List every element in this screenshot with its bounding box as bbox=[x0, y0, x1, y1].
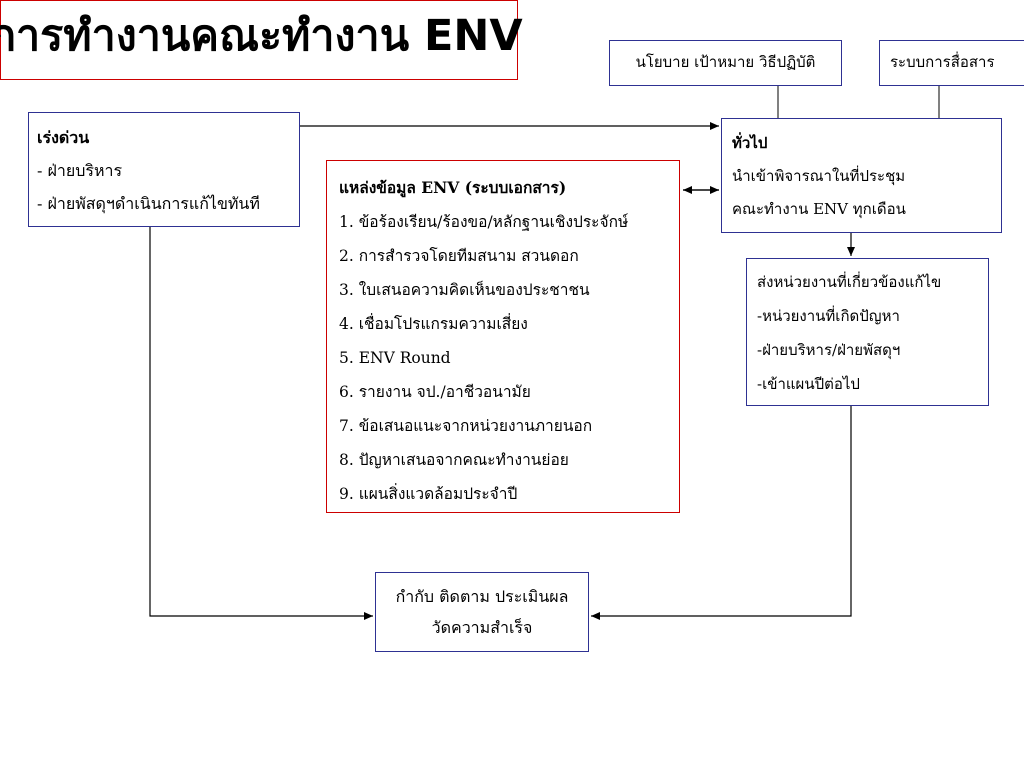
department-item: -หน่วยงานที่เกิดปัญหา bbox=[757, 307, 900, 325]
policy-box: นโยบาย เป้าหมาย วิธีปฏิบัติ bbox=[609, 40, 842, 86]
urgent-item: - ฝ่ายพัสดุฯดำเนินการแก้ไขทันที bbox=[37, 194, 260, 213]
source-item: 3. ใบเสนอความคิดเห็นของประชาชน bbox=[339, 281, 590, 299]
monitoring-line: วัดความสำเร็จ bbox=[431, 618, 533, 637]
urgent-heading: เร่งด่วน bbox=[37, 128, 90, 147]
departments-box: ส่งหน่วยงานที่เกี่ยวข้องแก้ไข -หน่วยงานท… bbox=[746, 258, 989, 406]
policy-text: นโยบาย เป้าหมาย วิธีปฏิบัติ bbox=[635, 53, 816, 71]
source-item: 8. ปัญหาเสนอจากคณะทำงานย่อย bbox=[339, 451, 569, 469]
source-item: 4. เชื่อมโปรแกรมความเสี่ยง bbox=[339, 315, 528, 333]
communication-box: ระบบการสื่อสาร bbox=[879, 40, 1024, 86]
page-title: การทำงานคณะทำงาน ENV bbox=[0, 11, 523, 61]
communication-text: ระบบการสื่อสาร bbox=[890, 53, 995, 71]
monitoring-line: กำกับ ติดตาม ประเมินผล bbox=[395, 587, 569, 606]
source-item: 7. ข้อเสนอแนะจากหน่วยงานภายนอก bbox=[339, 417, 593, 435]
arrow-urgent-to-monitor bbox=[149, 227, 373, 620]
general-heading: ทั่วไป bbox=[732, 134, 768, 152]
source-item: 9. แผนสิ่งแวดล้อมประจำปี bbox=[339, 485, 518, 503]
source-item: 1. ข้อร้องเรียน/ร้องขอ/หลักฐานเชิงประจัก… bbox=[339, 213, 629, 231]
source-item: 5. ENV Round bbox=[339, 349, 451, 367]
data-sources-box: แหล่งข้อมูล ENV (ระบบเอกสาร) 1. ข้อร้องเ… bbox=[326, 160, 680, 513]
arrow-dept-to-monitor bbox=[591, 406, 852, 620]
urgent-box: เร่งด่วน - ฝ่ายบริหาร - ฝ่ายพัสดุฯดำเนิน… bbox=[28, 112, 300, 227]
general-line: คณะทำงาน ENV ทุกเดือน bbox=[732, 200, 906, 218]
monitoring-box: กำกับ ติดตาม ประเมินผล วัดความสำเร็จ bbox=[375, 572, 589, 652]
sources-heading: แหล่งข้อมูล ENV (ระบบเอกสาร) bbox=[339, 178, 567, 197]
urgent-item: - ฝ่ายบริหาร bbox=[37, 161, 123, 180]
departments-heading: ส่งหน่วยงานที่เกี่ยวข้องแก้ไข bbox=[757, 273, 942, 291]
department-item: -เข้าแผนปีต่อไป bbox=[757, 375, 860, 393]
department-item: -ฝ่ายบริหาร/ฝ่ายพัสดุฯ bbox=[757, 341, 901, 359]
general-box: ทั่วไป นำเข้าพิจารณาในที่ประชุม คณะทำงาน… bbox=[721, 118, 1002, 233]
title-frame bbox=[0, 0, 518, 80]
source-item: 2. การสำรวจโดยทีมสนาม สวนดอก bbox=[339, 247, 579, 265]
general-line: นำเข้าพิจารณาในที่ประชุม bbox=[732, 167, 906, 185]
source-item: 6. รายงาน จป./อาชีวอนามัย bbox=[339, 383, 531, 401]
